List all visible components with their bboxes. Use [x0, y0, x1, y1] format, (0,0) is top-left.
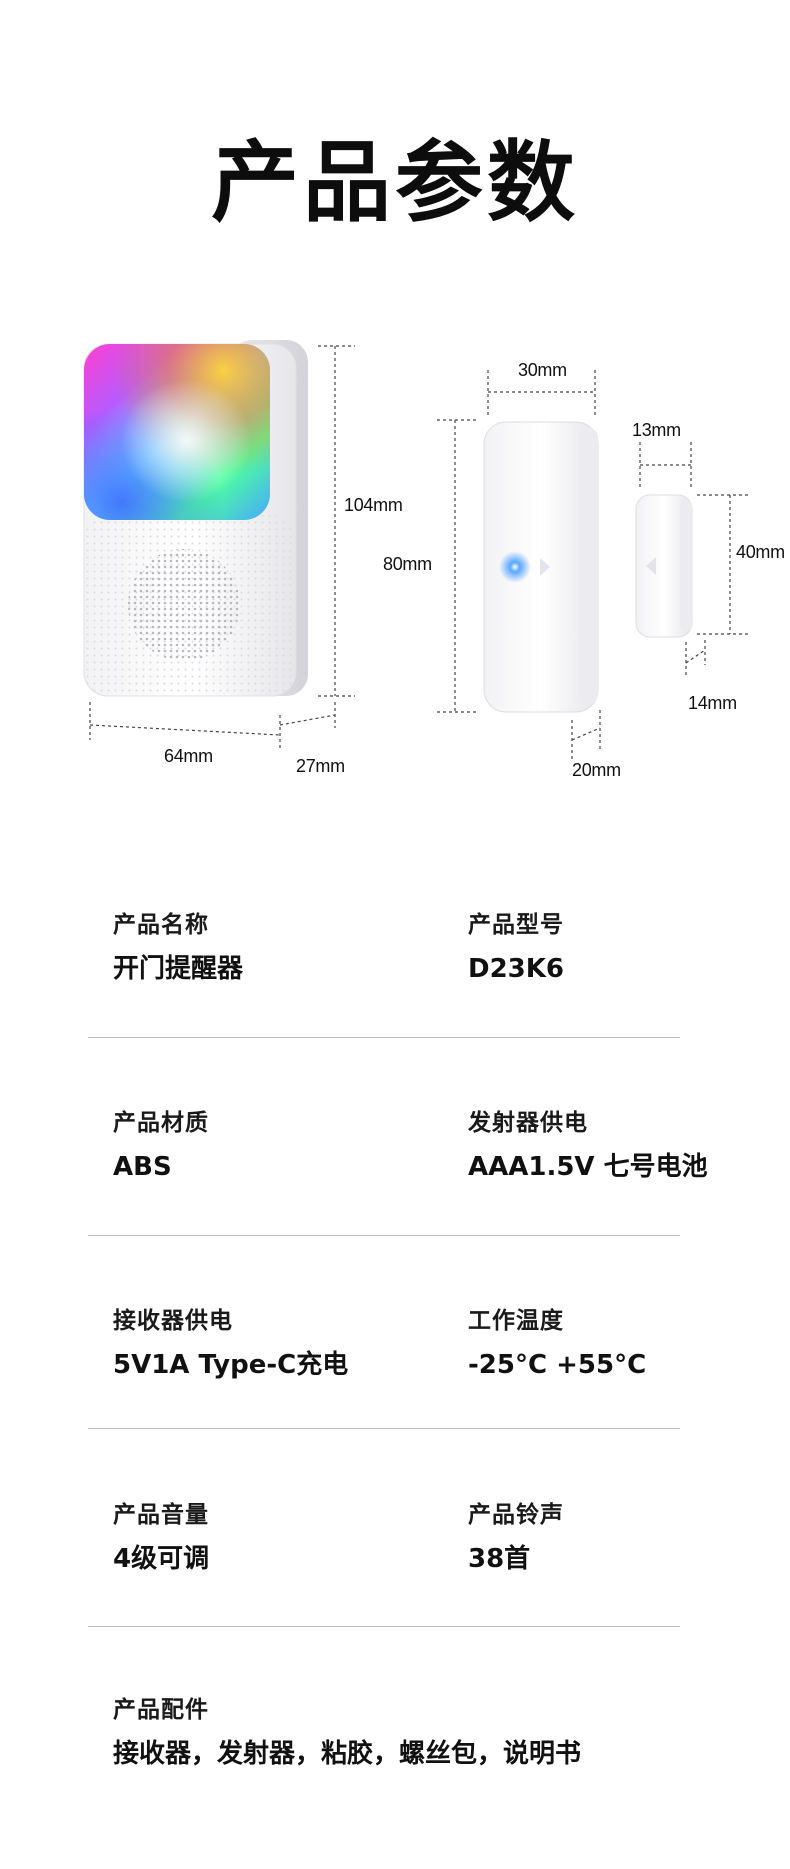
spec-value: 接收器，发射器，粘胶，螺丝包，说明书	[113, 1739, 582, 1769]
sensor-width-label: 30mm	[518, 360, 567, 380]
spec-row: 产品名称 开门提醒器 产品型号 D23K6	[0, 910, 790, 1030]
magnet-height-label: 40mm	[736, 542, 785, 562]
spec-value: 开门提醒器	[113, 954, 244, 984]
magnet-device	[635, 494, 693, 638]
divider	[88, 1037, 680, 1038]
spec-row: 产品材质 ABS 发射器供电 AAA1.5V 七号电池	[0, 1108, 790, 1228]
spec-item-transmitter-power: 发射器供电 AAA1.5V 七号电池	[468, 1108, 708, 1184]
spec-label: 发射器供电	[468, 1110, 588, 1136]
spec-value: ABS	[113, 1152, 172, 1182]
spec-label: 产品配件	[113, 1697, 209, 1723]
spec-item-temperature: 工作温度 -25°C +55°C	[468, 1306, 646, 1382]
receiver-dimension-lines	[89, 345, 355, 750]
spec-row: 产品音量 4级可调 产品铃声 38首	[0, 1500, 790, 1620]
sensor-height-label: 80mm	[383, 554, 432, 574]
spec-row: 接收器供电 5V1A Type-C充电 工作温度 -25°C +55°C	[0, 1306, 790, 1426]
spec-value: 5V1A Type-C充电	[113, 1350, 349, 1380]
divider	[88, 1626, 680, 1627]
spec-label: 产品名称	[113, 912, 209, 938]
receiver-height-label: 104mm	[344, 495, 403, 515]
spec-label: 产品材质	[113, 1110, 209, 1136]
magnet-dimension-lines	[639, 442, 750, 676]
spec-label: 产品铃声	[468, 1502, 564, 1528]
receiver-width-label: 64mm	[164, 746, 213, 766]
sensor-device	[483, 421, 599, 713]
divider	[88, 1428, 680, 1429]
spec-label: 产品型号	[468, 912, 564, 938]
spec-item-model: 产品型号 D23K6	[468, 910, 564, 986]
page-title: 产品参数	[210, 131, 579, 234]
magnet-width-label: 13mm	[632, 420, 681, 440]
spec-item-receiver-power: 接收器供电 5V1A Type-C充电	[113, 1306, 348, 1382]
spec-label: 工作温度	[468, 1308, 564, 1334]
sensor-depth-label: 20mm	[572, 760, 621, 780]
spec-item-volume: 产品音量 4级可调	[113, 1500, 209, 1576]
receiver-depth-label: 27mm	[296, 756, 345, 776]
spec-value: -25°C +55°C	[468, 1350, 647, 1380]
spec-value: 4级可调	[113, 1544, 210, 1574]
spec-value: D23K6	[468, 954, 565, 984]
product-illustration	[83, 340, 750, 762]
spec-label: 产品音量	[113, 1502, 209, 1528]
spec-item-ringtones: 产品铃声 38首	[468, 1500, 564, 1576]
spec-row: 产品配件 接收器，发射器，粘胶，螺丝包，说明书	[0, 1695, 790, 1815]
spec-label: 接收器供电	[113, 1308, 233, 1334]
magnet-depth-label: 14mm	[688, 693, 737, 713]
spec-value: AAA1.5V 七号电池	[468, 1152, 708, 1182]
spec-item-product-name: 产品名称 开门提醒器	[113, 910, 243, 986]
product-dimension-figure: 104mm 64mm 27mm 30mm 80mm 20mm 13mm 40mm…	[0, 330, 790, 800]
receiver-device	[83, 340, 308, 697]
spec-item-accessories: 产品配件 接收器，发射器，粘胶，螺丝包，说明书	[113, 1695, 581, 1771]
spec-value: 38首	[468, 1544, 531, 1574]
sensor-dimension-lines	[437, 370, 601, 762]
spec-item-material: 产品材质 ABS	[113, 1108, 209, 1184]
divider	[88, 1235, 680, 1236]
